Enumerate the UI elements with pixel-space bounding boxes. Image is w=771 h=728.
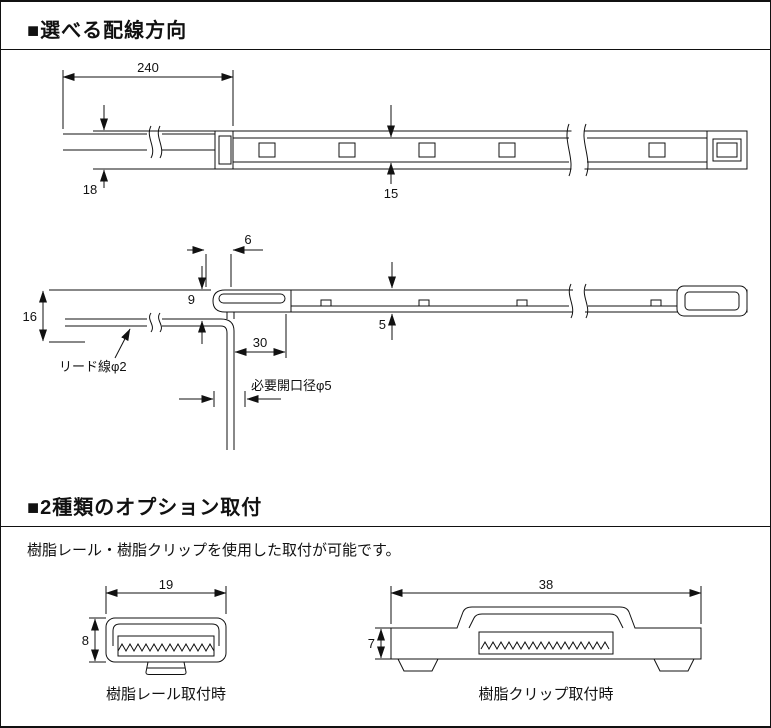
clip-profile	[390, 606, 702, 660]
dim-18-label: 18	[83, 182, 97, 197]
dim-8: 8	[82, 617, 106, 663]
section-options-header: ■2種類のオプション取付	[1, 483, 770, 527]
end-cap	[676, 285, 748, 317]
strip-break-mark	[566, 123, 572, 177]
strip-side-view	[212, 283, 748, 319]
dim-18: 18	[83, 105, 215, 197]
led-module	[320, 299, 332, 307]
dim-6: 6	[187, 232, 263, 287]
rail-profile	[105, 617, 227, 663]
dim-19-label: 19	[159, 578, 173, 592]
lead-wires-top	[63, 125, 215, 159]
dim-240-label: 240	[137, 60, 159, 75]
dim-7: 7	[368, 627, 391, 660]
clip-inner-wall	[468, 613, 624, 629]
led-module	[516, 299, 528, 307]
section-wiring-header: ■選べる配線方向	[1, 2, 770, 50]
strip-body	[212, 289, 748, 313]
lead-wire-label: リード線φ2	[59, 359, 127, 374]
clip-foot	[653, 658, 695, 672]
end-cap-inner	[716, 142, 738, 158]
rail-cross-section: 19 8 樹脂レール取付時	[82, 578, 227, 703]
strip-body	[214, 130, 748, 170]
strip-in-clip	[478, 631, 614, 655]
dim-16: 16	[23, 290, 85, 343]
dim-9: 9	[49, 266, 211, 344]
led-module	[498, 142, 516, 158]
opening-callout: 必要開口径φ5	[179, 378, 332, 407]
strip-in-rail	[117, 635, 215, 657]
dim-6-label: 6	[244, 232, 251, 247]
clip-caption: 樹脂クリップ取付時	[478, 686, 613, 703]
led-module	[258, 142, 276, 158]
lead-wire-side	[65, 312, 235, 450]
dim-38: 38	[390, 578, 702, 624]
led-module	[338, 142, 356, 158]
section-options-description: 樹脂レール・樹脂クリップを使用した取付が可能です。	[27, 542, 401, 559]
strip-top-view	[214, 123, 748, 177]
dim-30-label: 30	[253, 335, 267, 350]
wire-break-mark	[149, 312, 153, 333]
led-module	[648, 142, 666, 158]
wire-elbow	[220, 318, 235, 332]
rail-clip-tab	[145, 661, 187, 675]
dim-7-label: 7	[368, 636, 375, 651]
dim-15: 15	[384, 105, 398, 201]
rail-caption: 樹脂レール取付時	[106, 686, 226, 703]
clip-cross-section: 38 7 樹脂クリップ取付時	[368, 578, 702, 703]
dim-5-label: 5	[379, 317, 386, 332]
dim-30: 30	[234, 314, 287, 358]
end-cap	[712, 138, 742, 162]
strip-serration	[117, 642, 215, 653]
led-module	[418, 299, 430, 307]
dim-8-label: 8	[82, 633, 89, 648]
strip-break-mark	[568, 283, 574, 319]
wiring-top-view-diagram: 240	[62, 60, 748, 201]
wire-entry-boot	[218, 135, 232, 165]
strip-serration	[480, 640, 610, 651]
dim-16-label: 16	[23, 309, 37, 324]
wiring-side-view-diagram: 6	[23, 232, 748, 450]
wire-break-mark	[148, 125, 154, 159]
wire-break-mark	[158, 312, 162, 333]
opening-label: 必要開口径φ5	[251, 378, 332, 393]
section-options-title: ■2種類のオプション取付	[27, 497, 263, 519]
mounting-options-diagram: 19 8 樹脂レール取付時 38	[82, 578, 702, 703]
led-module	[418, 142, 436, 158]
dim-240: 240	[62, 60, 234, 129]
strip-break-mark	[583, 123, 589, 177]
led-module	[650, 299, 662, 307]
wire-elbow	[220, 325, 228, 334]
wire-break-mark	[157, 125, 163, 159]
connector-boot	[218, 293, 286, 304]
rail-inner-wall	[112, 623, 220, 646]
strip-break-mark	[583, 283, 589, 319]
section-wiring-title: ■選べる配線方向	[27, 20, 188, 42]
clip-foot	[397, 658, 439, 672]
dim-9-label: 9	[188, 292, 195, 307]
dim-15-label: 15	[384, 186, 398, 201]
dim-38-label: 38	[539, 578, 553, 592]
dim-5: 5	[379, 262, 396, 340]
dim-19: 19	[105, 578, 227, 614]
end-cap-inner	[684, 291, 740, 311]
lead-wire-callout: リード線φ2	[59, 328, 131, 374]
